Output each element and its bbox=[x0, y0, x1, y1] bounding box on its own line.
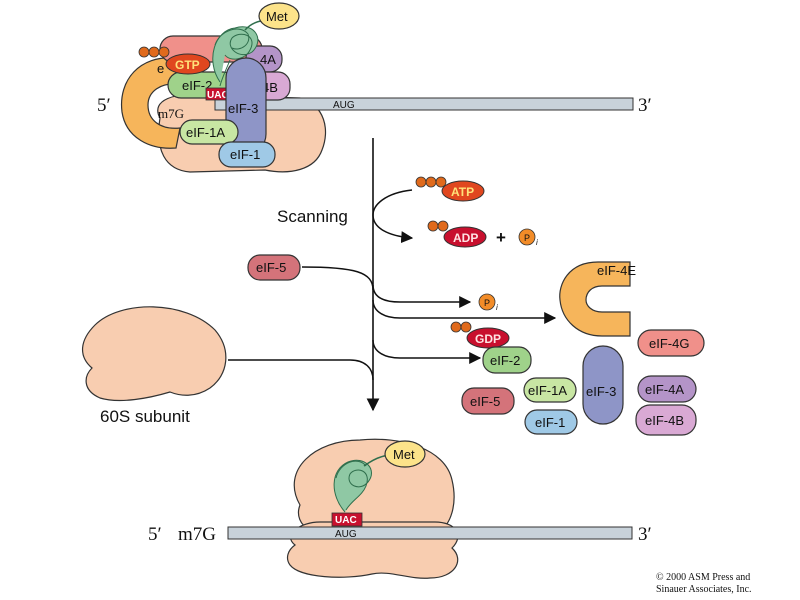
released-eif5-label: eIF-5 bbox=[470, 394, 500, 409]
released-eif1a-label: eIF-1A bbox=[528, 383, 567, 398]
released-eif2-shape bbox=[482, 346, 532, 374]
top-eif4e-partial-label: e bbox=[157, 61, 164, 76]
released-eif1-label: eIF-1 bbox=[535, 415, 565, 430]
svg-text:GDP: GDP bbox=[475, 332, 501, 346]
released-eif5-shape bbox=[461, 387, 515, 415]
central-pathway: Scanning ATP ADP + P i eIF-5 bbox=[82, 138, 557, 426]
copyright-line-1: © 2000 ASM Press and bbox=[656, 572, 751, 583]
svg-text:P: P bbox=[524, 233, 530, 243]
released-eif4e-label: eIF-4E bbox=[597, 263, 636, 278]
svg-text:ATP: ATP bbox=[451, 185, 474, 199]
top-met-label: Met bbox=[266, 9, 288, 24]
scanning-label: Scanning bbox=[277, 207, 348, 226]
released-eif1-shape bbox=[524, 409, 578, 435]
top-eif1a-label: eIF-1A bbox=[186, 125, 225, 140]
top-gtp-label: GTP bbox=[175, 58, 200, 72]
top-three-prime: 3′ bbox=[638, 95, 652, 116]
released-gdp: GDP bbox=[450, 321, 510, 349]
phosphate-released-2: P i bbox=[478, 293, 498, 312]
released-eif3-label: eIF-3 bbox=[586, 384, 616, 399]
released-eif4g-shape bbox=[637, 329, 705, 357]
top-eif2-label: eIF-2 bbox=[182, 78, 212, 93]
phosphate-released-1: P i bbox=[518, 228, 538, 247]
eif5-path-arrow bbox=[301, 266, 374, 291]
top-met-ellipse bbox=[258, 2, 300, 30]
eif5-incoming-shape bbox=[247, 254, 301, 281]
top-eif3-label: eIF-3 bbox=[228, 101, 258, 116]
top-phosphate-3 bbox=[158, 46, 170, 58]
eif2-release-arrow bbox=[372, 339, 482, 364]
top-initiation-complex: AUG 5′ 3′ e m7G eI 4A 4B eIF-2 GTP UAC bbox=[97, 2, 652, 173]
top-phosphate-1 bbox=[138, 46, 150, 58]
top-uac-label: UAC bbox=[207, 90, 229, 101]
top-gtp-ellipse bbox=[165, 53, 211, 75]
top-five-prime: 5′ bbox=[97, 95, 111, 116]
top-trna-shape bbox=[212, 26, 259, 87]
large-60s-subunit-shape bbox=[82, 306, 227, 402]
svg-text:P: P bbox=[484, 298, 490, 308]
bottom-trna-shape bbox=[333, 459, 372, 513]
bottom-80s-complex: AUG 5′ m7G 3′ UAC Met bbox=[148, 438, 652, 579]
bottom-uac-label: UAC bbox=[335, 515, 357, 526]
bottom-aug-label: AUG bbox=[335, 529, 357, 540]
top-eif1a-shape bbox=[179, 119, 239, 145]
subunit-join-arrow bbox=[228, 359, 374, 381]
released-eif3-shape bbox=[582, 345, 624, 425]
released-factors: eIF-4E eIF-4G GDP eIF-2 eIF-1A eIF-5 eIF… bbox=[450, 261, 705, 436]
copyright-line-2: Sinauer Associates, Inc. bbox=[656, 584, 752, 595]
top-eif1-shape bbox=[218, 141, 276, 168]
bottom-met-ellipse bbox=[384, 440, 426, 468]
pi-release-arrow bbox=[372, 284, 472, 308]
svg-text:i: i bbox=[496, 303, 498, 312]
plus-sign: + bbox=[496, 228, 506, 247]
top-mrna-strand bbox=[214, 97, 634, 111]
released-eif4b-shape bbox=[635, 404, 697, 436]
sixty-s-subunit-label: 60S subunit bbox=[100, 407, 190, 426]
released-eif4a-shape bbox=[637, 375, 697, 403]
released-eif4g-label: eIF-4G bbox=[649, 336, 689, 351]
adp-molecule: ADP bbox=[427, 220, 487, 248]
released-eif2-label: eIF-2 bbox=[490, 353, 520, 368]
svg-text:ADP: ADP bbox=[453, 231, 478, 245]
top-m7g-cap: m7G bbox=[158, 106, 184, 121]
eif5-incoming-label: eIF-5 bbox=[256, 260, 286, 275]
top-aug-label: AUG bbox=[333, 100, 355, 111]
bottom-three-prime: 3′ bbox=[638, 524, 652, 545]
atp-hydrolysis-curve bbox=[372, 189, 414, 244]
bottom-60s-subunit bbox=[293, 438, 455, 531]
bottom-five-prime: 5′ bbox=[148, 524, 162, 545]
released-eif1a-shape bbox=[523, 377, 577, 403]
top-phosphate-2 bbox=[148, 46, 160, 58]
factor-release-arrow bbox=[372, 299, 557, 324]
top-eif4e-shape bbox=[120, 57, 181, 149]
released-eif4e-shape bbox=[559, 261, 631, 337]
bottom-uac-box bbox=[331, 512, 363, 527]
bottom-mrna-strand bbox=[227, 526, 633, 540]
bottom-met-label: Met bbox=[393, 447, 415, 462]
top-eif1-label: eIF-1 bbox=[230, 147, 260, 162]
svg-text:i: i bbox=[536, 238, 538, 247]
atp-molecule: ATP bbox=[415, 176, 485, 202]
top-eif4a-partial-label: 4A bbox=[260, 52, 276, 67]
released-eif4a-label: eIF-4A bbox=[645, 382, 684, 397]
bottom-m7g-cap: m7G bbox=[178, 524, 216, 545]
released-eif4b-label: eIF-4B bbox=[645, 413, 684, 428]
copyright-notice: © 2000 ASM Press and Sinauer Associates,… bbox=[656, 572, 796, 596]
